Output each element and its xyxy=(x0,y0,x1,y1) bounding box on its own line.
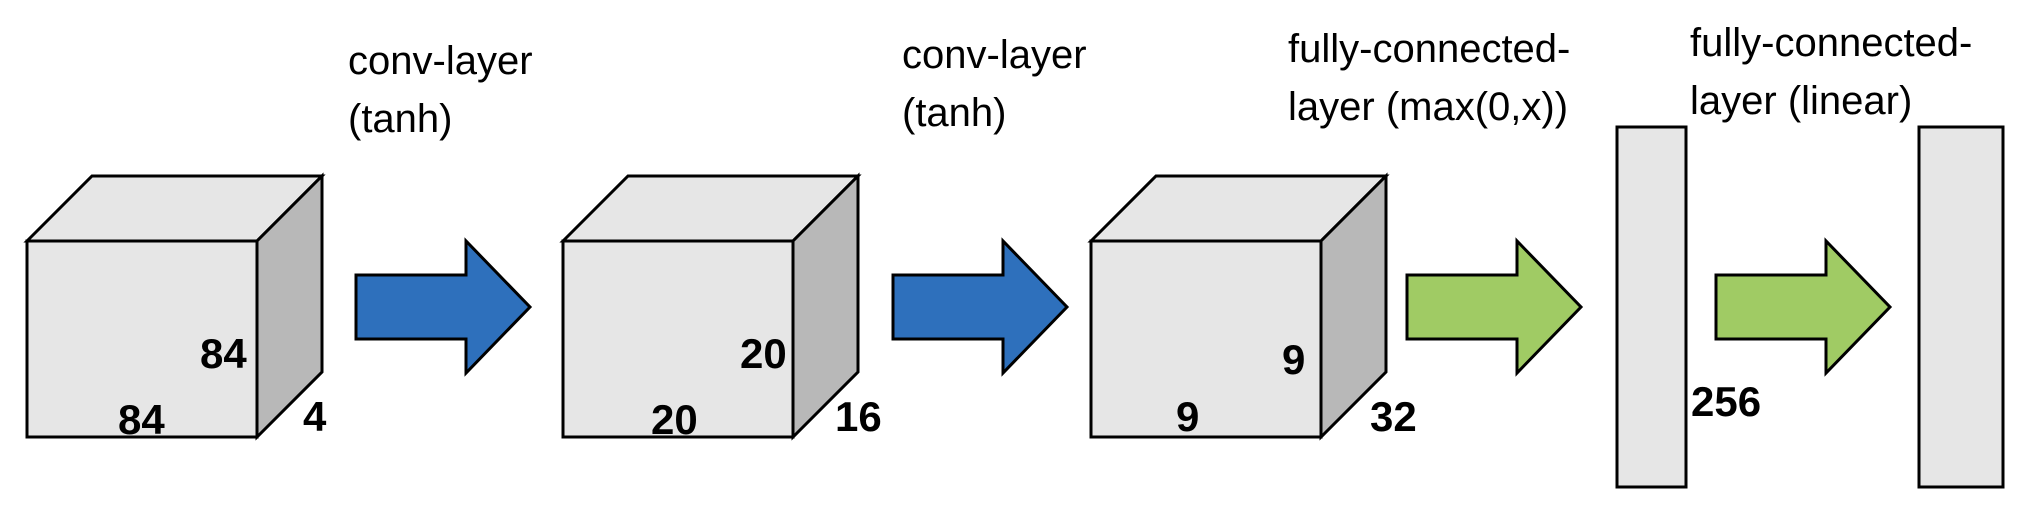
fc1-label-line2: layer (max(0,x)) xyxy=(1288,85,1569,129)
fc2-label: fully-connected- layer (linear) xyxy=(1690,14,1972,130)
conv1-height-label: 20 xyxy=(740,330,787,377)
fc1-units-label: 256 xyxy=(1691,378,1762,425)
input-volume xyxy=(23,172,326,441)
conv-arrow-2 xyxy=(891,237,1070,377)
fc2-layer-bar xyxy=(1917,125,2005,489)
fc1-label-line1: fully-connected- xyxy=(1288,27,1571,71)
conv2-label: conv-layer (tanh) xyxy=(902,26,1087,142)
conv1-label-line2: (tanh) xyxy=(348,97,453,141)
conv2-label-line2: (tanh) xyxy=(902,91,1007,135)
conv2-height-label: 9 xyxy=(1282,336,1306,383)
fc2-label-line2: layer (linear) xyxy=(1690,79,1913,123)
conv1-volume-front xyxy=(561,239,795,439)
input-height-label: 84 xyxy=(200,330,247,377)
input-depth-label: 4 xyxy=(303,393,327,440)
fc1-layer-bar xyxy=(1615,125,1688,489)
fc-arrow-1 xyxy=(1405,237,1584,377)
input-width-label: 84 xyxy=(118,396,165,443)
fc1-label: fully-connected- layer (max(0,x)) xyxy=(1288,20,1570,136)
conv1-depth-label: 16 xyxy=(835,393,882,440)
conv-arrow-1 xyxy=(354,237,533,377)
fc2-label-line1: fully-connected- xyxy=(1690,21,1973,65)
input-volume-front xyxy=(25,239,259,439)
conv2-width-label: 9 xyxy=(1176,393,1200,440)
conv2-volume xyxy=(1087,172,1390,441)
conv2-label-line1: conv-layer xyxy=(902,33,1087,77)
fc-arrow-2 xyxy=(1714,237,1893,377)
conv2-volume-front xyxy=(1089,239,1323,439)
conv1-label: conv-layer (tanh) xyxy=(348,32,533,148)
conv1-label-line1: conv-layer xyxy=(348,39,533,83)
conv1-volume xyxy=(559,172,862,441)
conv2-depth-label: 32 xyxy=(1370,393,1417,440)
conv1-width-label: 20 xyxy=(651,396,698,443)
